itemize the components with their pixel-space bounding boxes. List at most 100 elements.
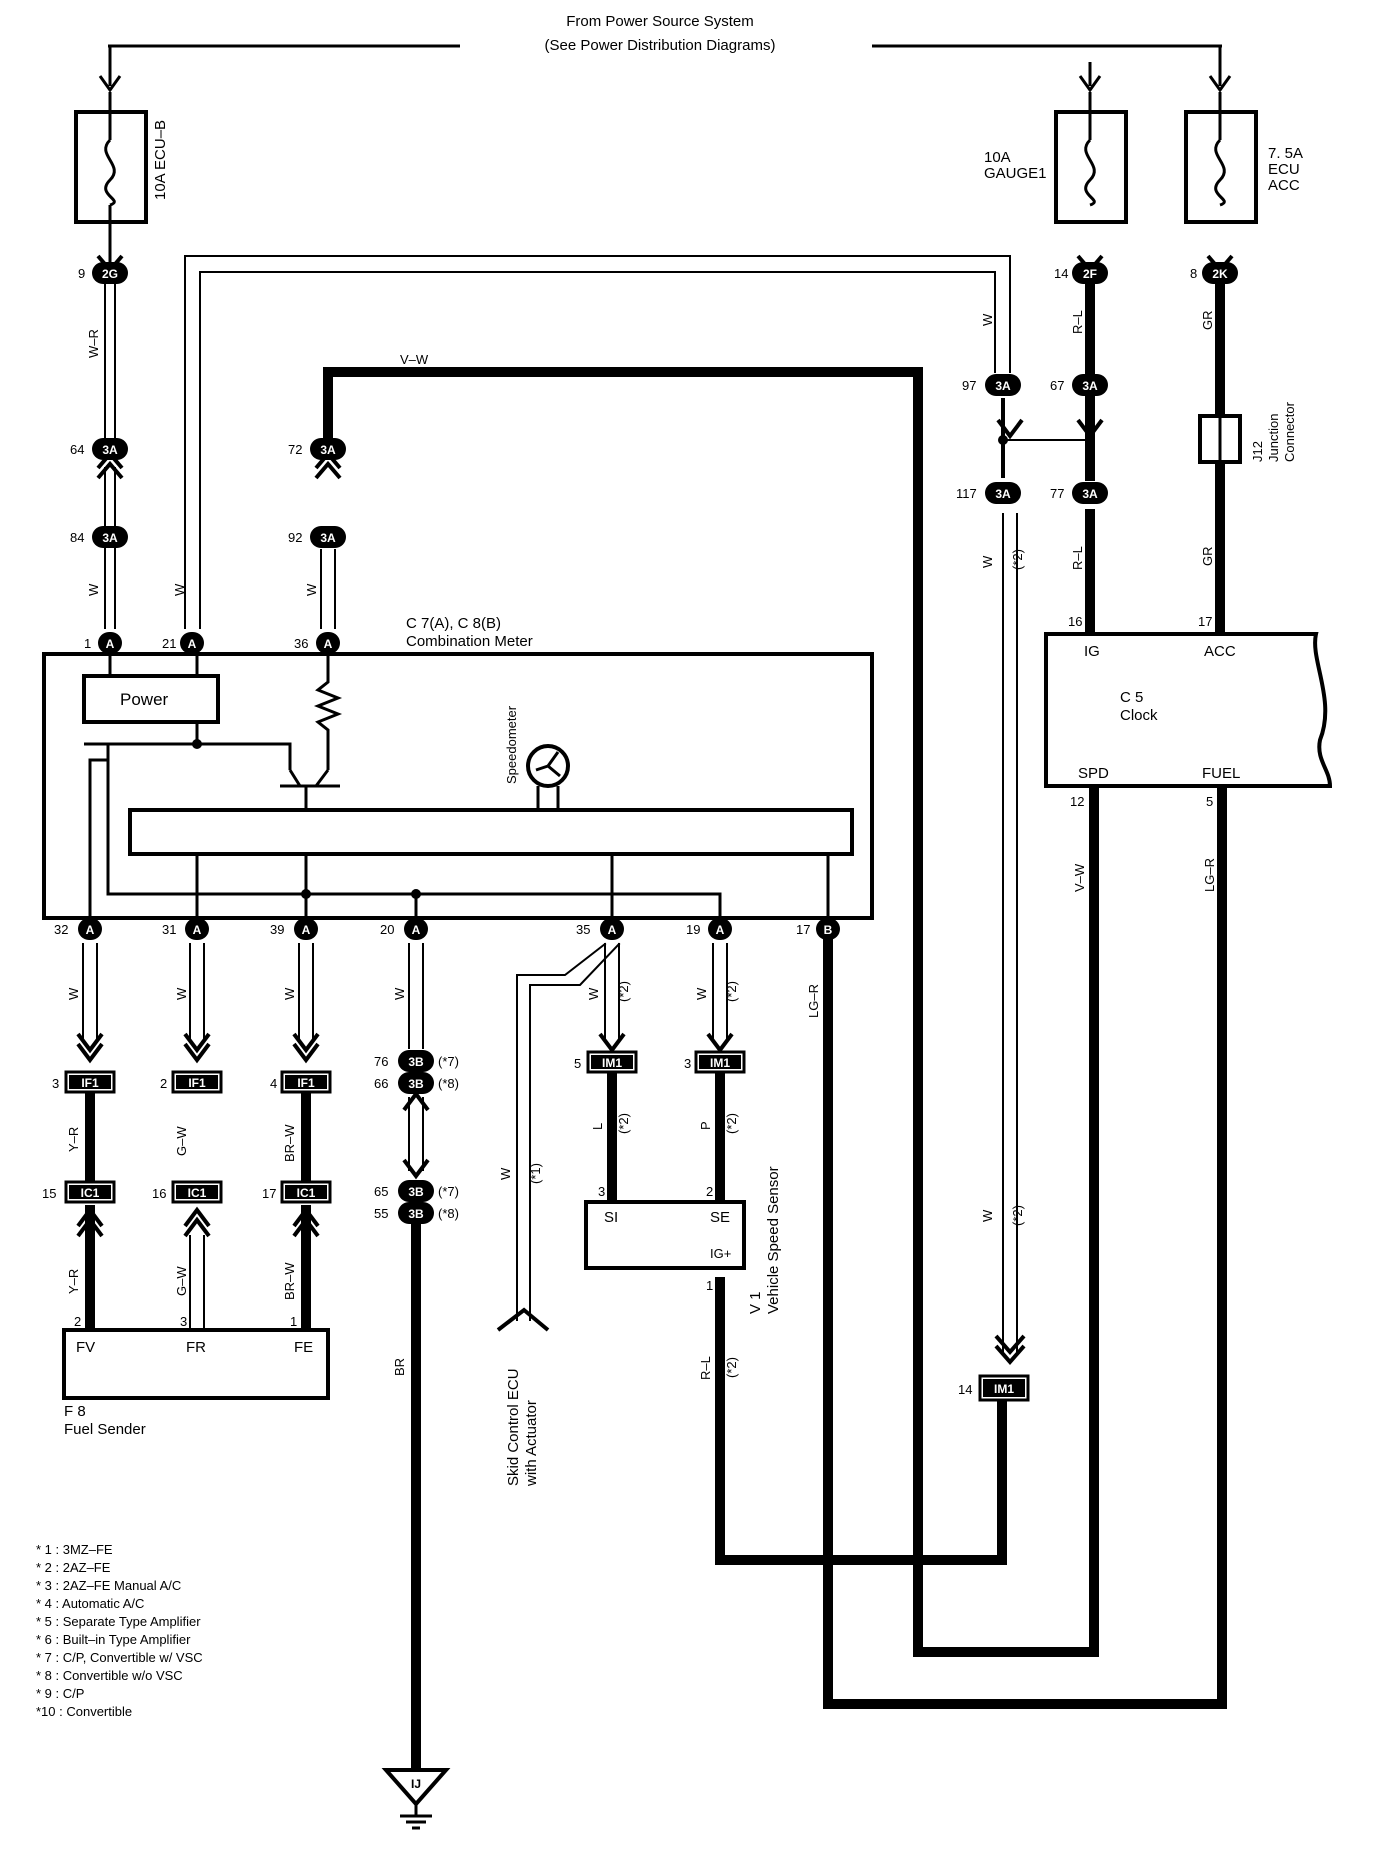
svg-text:84: 84	[70, 530, 84, 545]
svg-text:Y–R: Y–R	[66, 1127, 81, 1152]
conn-b-17: B	[816, 918, 840, 940]
svg-text:A: A	[86, 923, 95, 937]
svg-text:16: 16	[152, 1186, 166, 1201]
header-line2: (See Power Distribution Diagrams)	[545, 37, 776, 54]
clock-acc: ACC	[1204, 643, 1236, 660]
svg-text:BR–W: BR–W	[282, 1262, 297, 1300]
svg-text:20: 20	[380, 922, 394, 937]
svg-text:64: 64	[70, 442, 84, 457]
conn-3b-55: 3B	[398, 1202, 434, 1224]
svg-text:3: 3	[180, 1314, 187, 1329]
conn-3b-65: 3B	[398, 1180, 434, 1202]
svg-text:14: 14	[1054, 266, 1068, 281]
conn-3a-72: 3A	[310, 438, 346, 460]
svg-text:IM1: IM1	[994, 1382, 1014, 1396]
svg-text:W: W	[586, 987, 601, 1000]
svg-text:3A: 3A	[102, 443, 118, 457]
svg-text:17: 17	[796, 922, 810, 937]
svg-text:W: W	[980, 313, 995, 326]
skid-label-l2: with Actuator	[523, 1400, 540, 1487]
conn-a-20: A	[404, 918, 428, 940]
svg-text:14: 14	[958, 1382, 972, 1397]
svg-text:Y–R: Y–R	[66, 1269, 81, 1294]
svg-text:GR: GR	[1200, 547, 1215, 567]
svg-text:LG–R: LG–R	[806, 984, 821, 1018]
svg-text:W: W	[282, 987, 297, 1000]
svg-text:17: 17	[262, 1186, 276, 1201]
svg-text:(*2): (*2)	[1010, 1205, 1025, 1226]
fuse-gauge1: 10A GAUGE1	[984, 92, 1128, 224]
svg-text:3B: 3B	[408, 1077, 424, 1091]
fuse-ecu-b-label: 10A ECU–B	[152, 120, 169, 200]
conn-3a-67: 3A	[1072, 374, 1108, 396]
svg-text:19: 19	[686, 922, 700, 937]
svg-text:3B: 3B	[408, 1207, 424, 1221]
wires	[82, 255, 1227, 1773]
svg-text:BR–W: BR–W	[282, 1124, 297, 1162]
svg-text:39: 39	[270, 922, 284, 937]
svg-text:97: 97	[962, 378, 976, 393]
fs-fe: FE	[294, 1339, 313, 1356]
svg-text:A: A	[324, 637, 333, 651]
svg-text:R–L: R–L	[698, 1356, 713, 1380]
svg-text:W: W	[980, 1209, 995, 1222]
legend-item: * 2 : 2AZ–FE	[36, 1560, 111, 1575]
fuse-gauge1-l2: GAUGE1	[984, 165, 1047, 182]
svg-text:(*1): (*1)	[528, 1163, 543, 1184]
clock-fuel: FUEL	[1202, 765, 1240, 782]
svg-text:3: 3	[684, 1056, 691, 1071]
svg-text:2: 2	[160, 1076, 167, 1091]
clock: IG ACC C 5 Clock SPD FUEL	[1044, 632, 1333, 788]
svg-text:16: 16	[1068, 614, 1082, 629]
vss-label-l2: Vehicle Speed Sensor	[765, 1166, 782, 1314]
svg-text:36: 36	[294, 636, 308, 651]
conn-a-35: A	[600, 918, 624, 940]
fuse-ecu-acc-l2: ECU	[1268, 161, 1300, 178]
svg-text:IC1: IC1	[188, 1186, 207, 1200]
conn-a-32: A	[78, 918, 102, 940]
clock-ig: IG	[1084, 643, 1100, 660]
svg-text:B: B	[824, 923, 833, 937]
svg-text:W–R: W–R	[86, 329, 101, 358]
svg-text:5: 5	[574, 1056, 581, 1071]
svg-text:IC1: IC1	[297, 1186, 316, 1200]
svg-text:W: W	[498, 1167, 513, 1180]
svg-text:3A: 3A	[320, 443, 336, 457]
svg-text:IC1: IC1	[81, 1186, 100, 1200]
conn-3a-92: 3A	[310, 526, 346, 548]
conn-3a-84: 3A	[92, 526, 128, 548]
svg-text:1: 1	[290, 1314, 297, 1329]
conn-if1-4: IF1	[280, 1070, 332, 1094]
legend-item: *10 : Convertible	[36, 1704, 132, 1719]
svg-text:2: 2	[74, 1314, 81, 1329]
svg-text:17: 17	[1198, 614, 1212, 629]
legend-item: * 5 : Separate Type Amplifier	[36, 1614, 201, 1629]
svg-text:A: A	[302, 923, 311, 937]
svg-text:65: 65	[374, 1184, 388, 1199]
svg-text:(*2): (*2)	[616, 1113, 631, 1134]
fuse-ecu-acc-l1: 7. 5A	[1268, 145, 1303, 162]
svg-text:4: 4	[270, 1076, 277, 1091]
clock-spd: SPD	[1078, 765, 1109, 782]
svg-text:(*2): (*2)	[724, 981, 739, 1002]
svg-text:GR: GR	[1200, 311, 1215, 331]
legend: * 1 : 3MZ–FE * 2 : 2AZ–FE * 3 : 2AZ–FE M…	[36, 1542, 203, 1719]
j12-label-l1: J12	[1250, 441, 1265, 462]
conn-a-19: A	[708, 918, 732, 940]
svg-text:G–W: G–W	[174, 1266, 189, 1296]
fs-fv: FV	[76, 1339, 95, 1356]
rect-connectors: IF1 IF1 IF1 IC1 IC1 IC1 IM1 IM1 IM1	[64, 1050, 1030, 1402]
vss-label-l1: V 1	[747, 1291, 764, 1314]
svg-text:R–L: R–L	[1070, 310, 1085, 334]
conn-a-21: A	[180, 632, 204, 654]
svg-text:3: 3	[598, 1184, 605, 1199]
fs-label-l2: Fuel Sender	[64, 1421, 146, 1438]
fuel-sender: FV FR FE F 8 Fuel Sender	[62, 1328, 330, 1438]
svg-text:BR: BR	[392, 1358, 407, 1376]
conn-ic1-15: IC1	[64, 1180, 116, 1204]
svg-text:W: W	[86, 583, 101, 596]
vehicle-speed-sensor: SI SE IG+ V 1 Vehicle Speed Sensor	[584, 1166, 782, 1314]
fuse-ecu-acc: 7. 5A ECU ACC	[1184, 92, 1303, 224]
clock-label-l1: C 5	[1120, 689, 1143, 706]
